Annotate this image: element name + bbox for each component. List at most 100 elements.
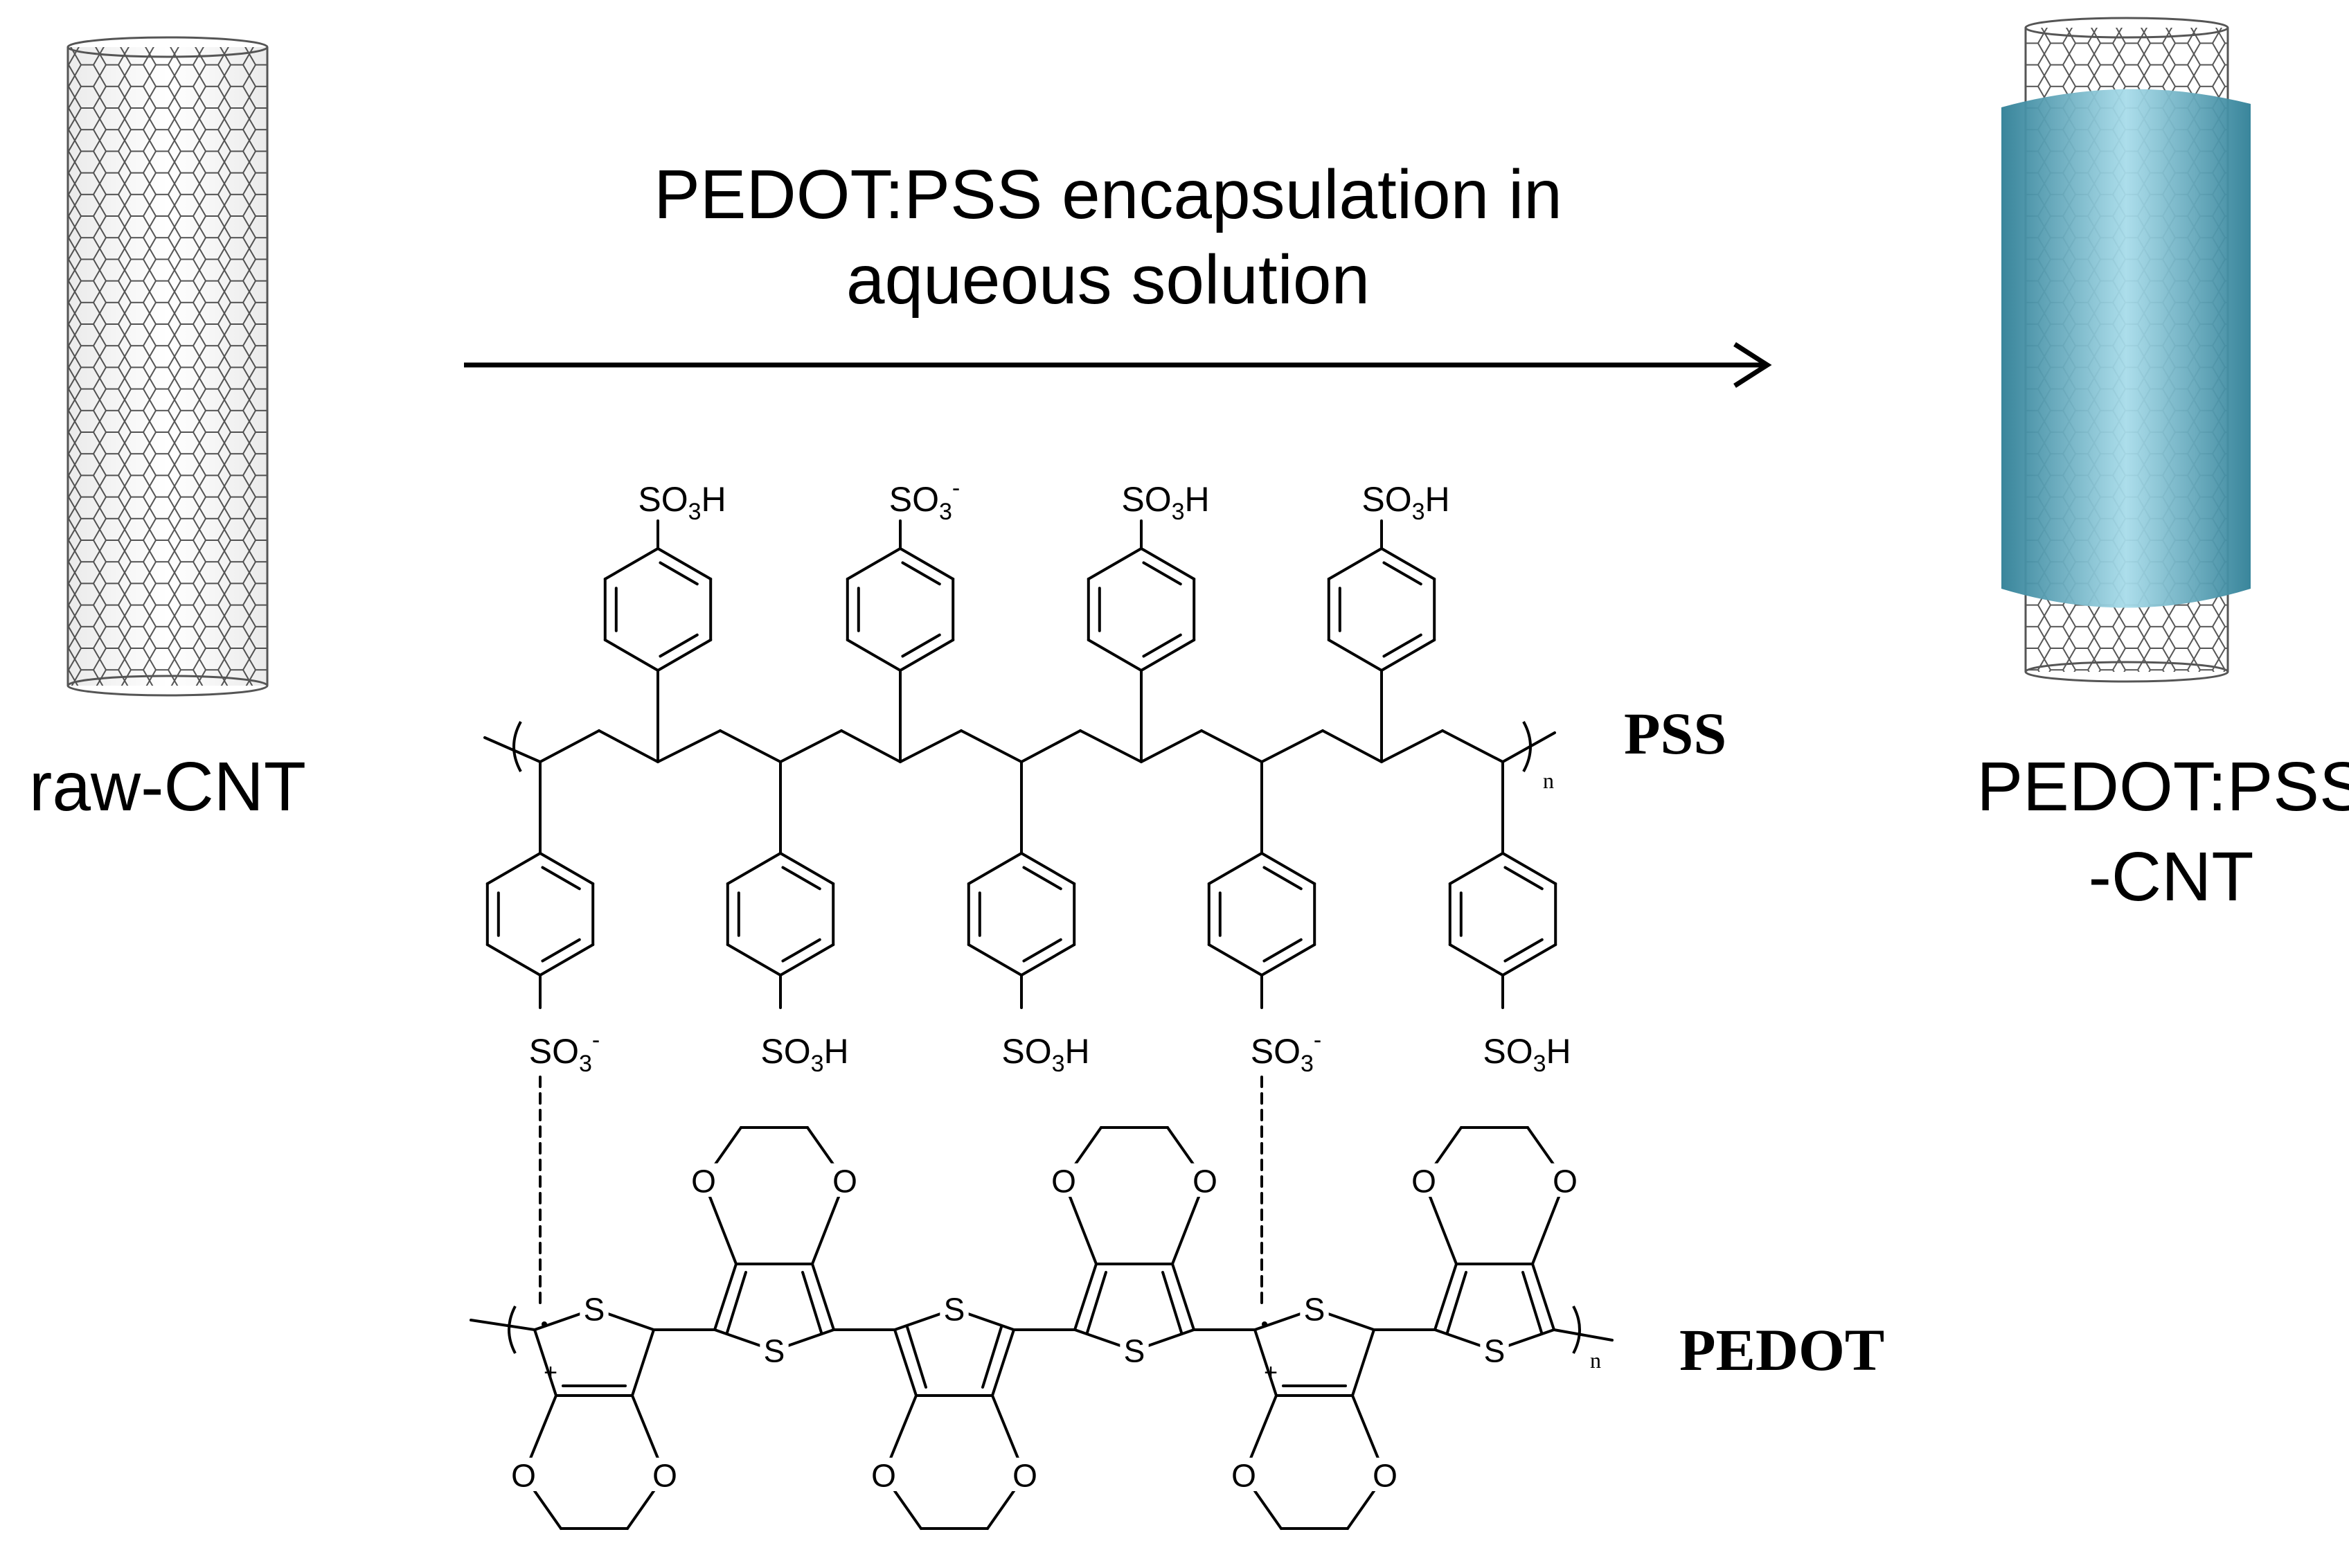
ring-double-bond	[781, 938, 821, 963]
ring-bond	[1501, 852, 1557, 885]
process-label-line1: PEDOT:PSS encapsulation in	[654, 156, 1562, 233]
backbone-bond	[840, 729, 902, 763]
atom-mask	[1049, 1163, 1078, 1197]
reaction-arrow-icon	[464, 342, 1772, 388]
raw-cnt-label: raw-CNT	[29, 748, 306, 826]
ring-double-bond	[1022, 866, 1062, 891]
process-label-line2: aqueous solution	[846, 241, 1370, 319]
ring-bond	[726, 852, 782, 885]
ring-double-bond	[659, 633, 699, 658]
thiophene-double-bond	[906, 1326, 927, 1389]
oxygen-atom: O	[511, 1458, 536, 1494]
repeat-n-label: n	[1543, 768, 1554, 793]
atom-mask	[1229, 1457, 1258, 1491]
thiophene-bond	[631, 1328, 655, 1397]
ring-double-bond	[541, 938, 581, 963]
ring-double-bond	[1503, 866, 1544, 891]
backbone-bond	[719, 729, 782, 763]
ring-double-bond	[781, 866, 821, 891]
product-label-line1: PEDOT:PSS	[1976, 748, 2349, 826]
thiophene-double-bond	[1161, 1271, 1183, 1334]
backbone-bond	[1441, 729, 1504, 763]
backbone-bond	[1380, 729, 1444, 763]
thiophene-double-bond	[726, 1271, 747, 1334]
thiophene-bond	[991, 1328, 1015, 1397]
ring-bond	[1207, 943, 1263, 977]
ring-bond	[485, 943, 542, 977]
thiophene-bond	[1433, 1263, 1458, 1331]
oxygen-atom: O	[652, 1458, 677, 1494]
coated-nanotube-icon	[2001, 17, 2251, 683]
radical-dot	[542, 1321, 547, 1327]
oxygen-atom: O	[1012, 1458, 1037, 1494]
repeat-n-label: n	[1590, 1348, 1601, 1373]
backbone-bond	[1200, 729, 1263, 763]
atom-mask	[830, 1163, 859, 1197]
ring-bond	[1020, 943, 1076, 977]
repeat-bracket-right	[1572, 1306, 1581, 1354]
atom-mask	[1300, 1291, 1329, 1325]
ring-bond	[1207, 852, 1263, 885]
atom-mask	[1480, 1333, 1509, 1366]
sulfonate-group-label: SO3H	[1121, 480, 1209, 525]
sulfur-atom: S	[1484, 1333, 1506, 1369]
oxygen-atom: O	[871, 1458, 896, 1494]
ring-bond	[846, 639, 902, 672]
ring-bond	[967, 852, 1023, 885]
sulfonate-group-label: SO3H	[760, 1032, 848, 1077]
ring-double-bond	[1262, 938, 1303, 963]
ring-bond	[1501, 943, 1557, 977]
thiophene-double-bond	[1086, 1271, 1107, 1334]
backbone-bond	[539, 729, 600, 763]
ring-bond	[1380, 639, 1436, 672]
ring-bond	[1140, 547, 1196, 580]
ring-bond	[1260, 943, 1316, 977]
ring-double-bond	[1503, 938, 1544, 963]
backbone-end-bond	[483, 736, 542, 763]
thiophene-bond	[713, 1263, 738, 1331]
sulfonate-group-label: SO3H	[1361, 480, 1449, 525]
backbone-bond	[1140, 729, 1203, 763]
repeat-bracket-left	[512, 721, 522, 772]
ring-bond	[1327, 547, 1383, 580]
carbon-nanotube-icon	[66, 36, 269, 697]
sulfur-atom: S	[944, 1292, 965, 1328]
sulfonate-group-label: SO3-	[1251, 1027, 1322, 1077]
thiophene-bond	[811, 1263, 835, 1331]
atom-mask	[1409, 1163, 1438, 1197]
ring-bond	[899, 639, 955, 672]
ring-bond	[779, 852, 835, 885]
atom-mask	[1370, 1457, 1400, 1491]
backbone-bond	[1260, 729, 1324, 763]
atom-mask	[1190, 1163, 1220, 1197]
atom-mask	[1010, 1457, 1039, 1491]
sulfonate-group-label: SO3H	[1483, 1032, 1571, 1077]
positive-charge: +	[544, 1360, 557, 1386]
ring-bond	[657, 639, 713, 672]
thiophene-double-bond	[1521, 1271, 1543, 1334]
oxygen-atom: O	[691, 1164, 716, 1200]
oxygen-atom: O	[1553, 1164, 1578, 1200]
oxygen-atom: O	[1051, 1164, 1076, 1200]
ring-bond	[603, 639, 659, 672]
thiophene-bond	[1531, 1263, 1555, 1331]
ring-double-bond	[541, 866, 581, 891]
ring-bond	[1260, 852, 1316, 885]
oxygen-atom: O	[1193, 1164, 1217, 1200]
oxygen-atom: O	[1411, 1164, 1436, 1200]
sulfur-atom: S	[584, 1292, 605, 1328]
atom-mask	[1551, 1163, 1580, 1197]
oxygen-atom: O	[832, 1164, 857, 1200]
backbone-bond	[960, 729, 1023, 763]
sulfur-atom: S	[764, 1333, 785, 1369]
ring-double-bond	[1382, 633, 1422, 658]
atom-mask	[940, 1291, 969, 1325]
repeat-bracket-left	[508, 1306, 517, 1354]
ring-bond	[1087, 547, 1143, 580]
ring-bond	[485, 852, 542, 885]
pedot-label: PEDOT	[1679, 1317, 1884, 1383]
atom-mask	[509, 1457, 538, 1491]
ring-double-bond	[1382, 561, 1422, 586]
thiophene-double-bond	[981, 1326, 1003, 1389]
